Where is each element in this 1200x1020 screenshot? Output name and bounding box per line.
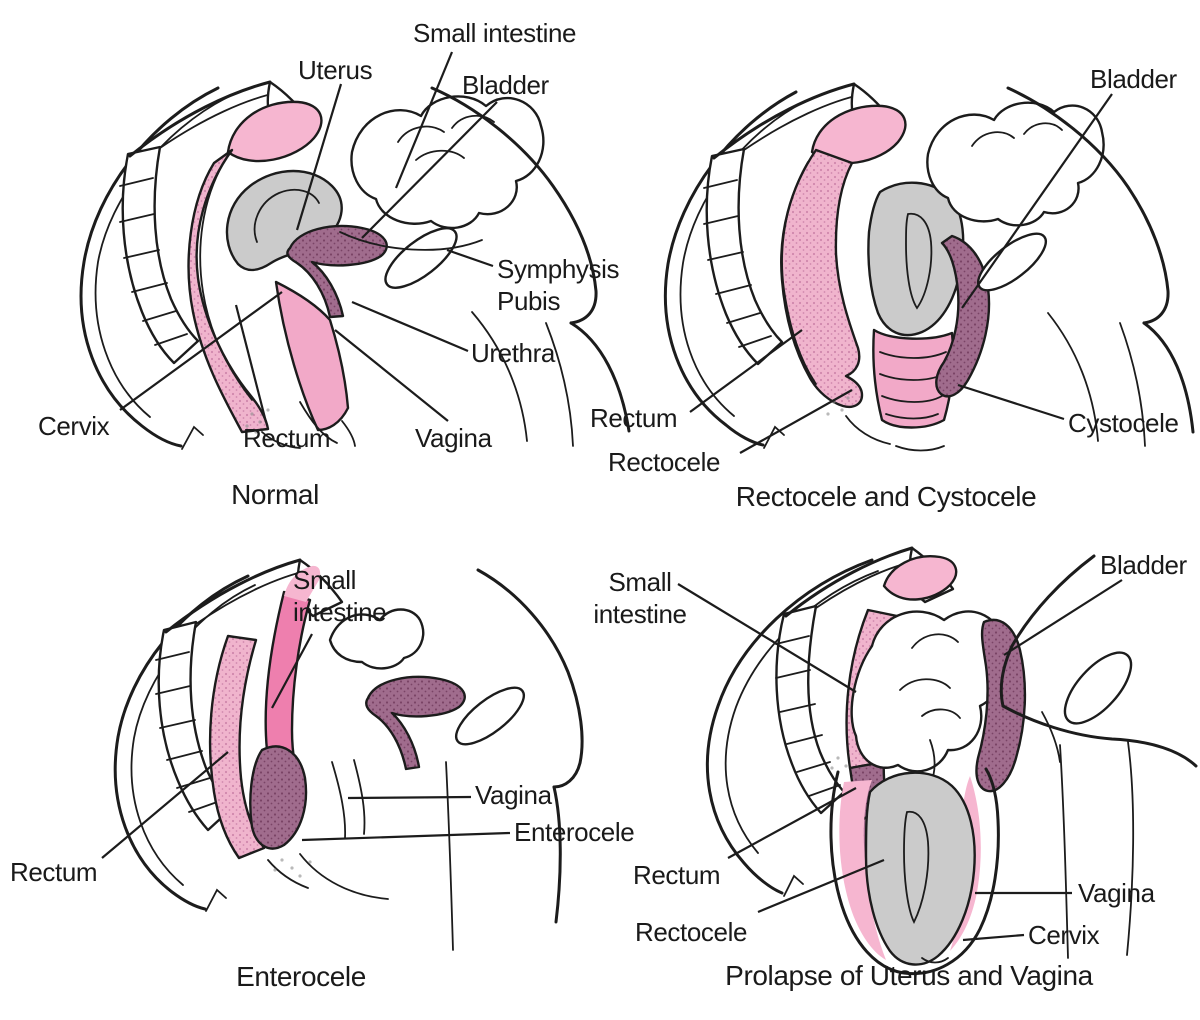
small-intestine-cap (284, 565, 321, 602)
leader-urethra (351, 300, 469, 353)
label-bladder: Bladder (1090, 64, 1177, 94)
label-vagina: Vagina (415, 423, 492, 453)
back-outline (705, 558, 874, 895)
prolapse-illustration (677, 546, 1198, 976)
caption-prolapse-uterus-vagina: Prolapse of Uterus and Vagina (725, 960, 1093, 991)
bladder-shape (975, 618, 1027, 793)
vagina-shape (274, 280, 350, 432)
leader-cystocele (957, 383, 1065, 421)
leader-enterocele (301, 831, 511, 842)
leader-cervix (119, 291, 283, 411)
uterus-shape (867, 181, 965, 337)
rectum-rectocele-shape (780, 148, 864, 409)
label-rectum: Rectum (590, 403, 678, 433)
symphysis-pubis-shape (455, 686, 525, 746)
leader-small-intestine (677, 583, 857, 693)
caption-enterocele: Enterocele (236, 961, 366, 992)
cervix-tip-line (921, 957, 949, 964)
front-outline (476, 568, 584, 789)
label-cervix: Cervix (1028, 920, 1100, 950)
label-small-intestine: Small intestine (413, 18, 577, 48)
label-small-intestine: Small intestine (593, 567, 687, 629)
prolapsed-uterus-shape (864, 771, 976, 966)
label-uterus: Uterus (298, 55, 373, 85)
label-vagina: Vagina (1078, 878, 1155, 908)
sigmoid-colon-shape (810, 104, 907, 165)
symphysis-pubis-shape (384, 227, 458, 289)
prolapse-leader-lines (677, 579, 1123, 942)
symphysis-pubis-shape (1063, 651, 1133, 725)
stipple-speckles (245, 408, 270, 434)
leader-rectum (689, 329, 803, 413)
label-rectocele: Rectocele (608, 447, 721, 477)
leader-vagina (334, 329, 449, 422)
label-vagina: Vagina (475, 780, 552, 810)
stipple-speckles (273, 858, 312, 878)
bladder-urethra-shape (286, 224, 388, 319)
leader-rectum (727, 787, 857, 859)
stipple-speckles (830, 756, 848, 770)
enterocele-pouch (249, 745, 308, 850)
leader-rectum (101, 751, 229, 859)
leader-cervix (962, 933, 1025, 942)
bladder-urethra-shape (365, 675, 466, 771)
rectocele-cystocele-leader-lines (689, 93, 1113, 454)
label-bladder: Bladder (1100, 550, 1187, 580)
sacrum-shape (121, 145, 200, 365)
label-small-intestine: Small intestine (293, 565, 387, 627)
vagina-shape (872, 328, 955, 429)
leader-bladder (361, 101, 498, 239)
label-symphysis-pubis: Symphysis Pubis (497, 254, 620, 316)
leader-small-intestine (271, 633, 313, 709)
label-bladder: Bladder (462, 70, 549, 100)
label-rectum: Rectum (243, 423, 331, 453)
normal-illustration (79, 51, 631, 450)
prolapse-bulb-outline (829, 767, 1000, 976)
vagina-left-wall (839, 780, 886, 960)
caption-rectocele-cystocele: Rectocele and Cystocele (735, 481, 1037, 512)
label-rectum: Rectum (633, 860, 721, 890)
leader-vagina (347, 795, 472, 800)
sacrum-shape (775, 604, 846, 815)
enterocele-illustration (101, 558, 584, 951)
label-enterocele: Enterocele (514, 817, 635, 847)
enterocele-leader-lines (101, 633, 511, 859)
label-rectocele: Rectocele (635, 917, 748, 947)
front-outline (1006, 86, 1170, 325)
coccyx-tick (181, 425, 204, 450)
leader-rectocele (757, 858, 885, 914)
leader-bladder (961, 93, 1113, 309)
label-rectum: Rectum (10, 857, 98, 887)
small-intestine-loops (350, 95, 545, 230)
bowel-folds (328, 608, 425, 670)
leader-uterus (295, 83, 343, 231)
label-urethra: Urethra (471, 338, 555, 368)
leader-bladder (1003, 579, 1123, 656)
sigmoid-colon-shape (882, 555, 958, 601)
caption-normal: Normal (231, 479, 319, 510)
small-intestine-loops (850, 610, 1007, 773)
sigmoid-colon-shape (226, 100, 323, 163)
rectocele-cystocele-illustration (663, 82, 1195, 454)
label-cervix: Cervix (38, 411, 110, 441)
sacrum-shape (705, 147, 784, 366)
front-outline (999, 554, 1096, 708)
normal-leader-lines (119, 51, 498, 423)
rectum-shape (208, 634, 266, 860)
leader-rectocele (739, 389, 853, 454)
front-outline (430, 86, 598, 325)
leader-rectum (234, 304, 268, 423)
small-intestine-loops (926, 101, 1105, 227)
leader-symphysis-pubis (446, 248, 494, 268)
leader-small-intestine (394, 51, 454, 189)
vaginal-canal-lines (331, 759, 366, 839)
label-cystocele: Cystocele (1068, 408, 1179, 438)
